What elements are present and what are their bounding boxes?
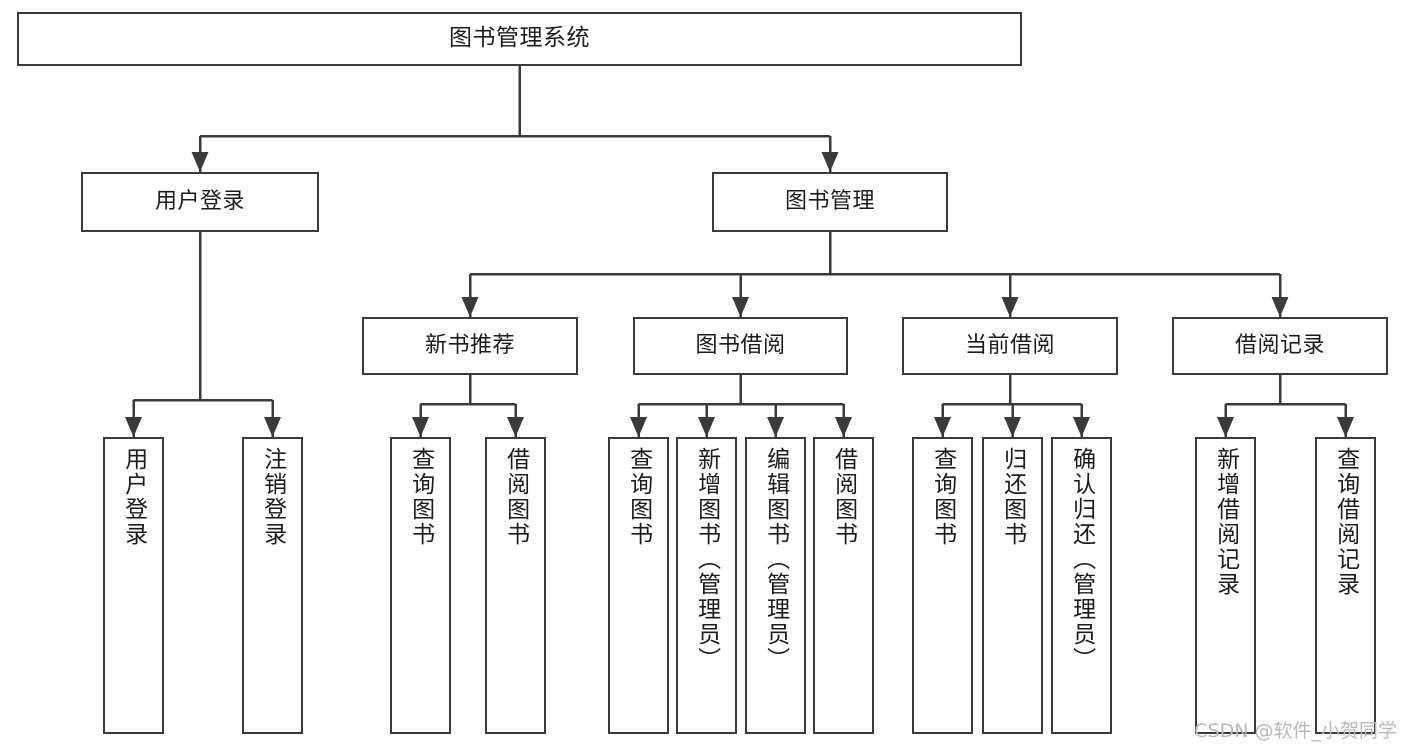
- node-label: 确认归还（管理员）: [1068, 447, 1095, 672]
- edge-arrowhead: [507, 417, 524, 437]
- node-label: 新增图书（管理员）: [693, 447, 720, 672]
- node-label: 新增借阅记录: [1212, 447, 1239, 597]
- edge-arrowhead: [1001, 297, 1019, 317]
- node-borrow[interactable]: 图书借阅: [633, 317, 848, 375]
- node-label: 借阅记录: [1234, 333, 1325, 359]
- edge-arrowhead: [1271, 297, 1289, 317]
- node-records[interactable]: 借阅记录: [1172, 317, 1388, 375]
- node-leaf-bor-2[interactable]: 新增图书（管理员）: [676, 437, 737, 734]
- edge-arrowhead: [934, 417, 951, 437]
- edge-arrowhead: [1337, 417, 1354, 437]
- edge-arrowhead: [698, 417, 715, 437]
- node-label: 查询图书: [407, 447, 434, 547]
- node-leaf-rec-2[interactable]: 查询借阅记录: [1315, 437, 1376, 734]
- node-label: 注销登录: [259, 447, 286, 547]
- node-label: 查询图书: [625, 447, 652, 547]
- node-label: 新书推荐: [424, 333, 515, 359]
- node-root[interactable]: 图书管理系统: [17, 12, 1022, 66]
- node-label: 归还图书: [999, 447, 1026, 547]
- edge-arrowhead: [835, 417, 852, 437]
- edge-arrowhead: [412, 417, 429, 437]
- node-label: 查询图书: [929, 447, 956, 547]
- edge-arrowhead: [732, 297, 749, 317]
- edge-arrowhead: [767, 417, 784, 437]
- node-label: 借阅图书: [502, 447, 529, 547]
- edge-arrowhead: [264, 417, 281, 437]
- watermark: CSDN @软件_小贺同学: [1194, 720, 1397, 742]
- node-bookmgmt[interactable]: 图书管理: [712, 172, 948, 232]
- node-leaf-new-1[interactable]: 查询图书: [390, 437, 451, 734]
- edge-arrowhead: [630, 417, 647, 437]
- node-label: 编辑图书（管理员）: [762, 447, 789, 672]
- node-leaf-login-2[interactable]: 注销登录: [242, 437, 303, 734]
- node-leaf-login-1[interactable]: 用户登录: [103, 437, 164, 734]
- node-label: 当前借阅: [964, 333, 1055, 359]
- node-leaf-bor-4[interactable]: 借阅图书: [813, 437, 874, 734]
- node-leaf-cur-2[interactable]: 归还图书: [982, 437, 1043, 734]
- node-newbook[interactable]: 新书推荐: [362, 317, 578, 375]
- node-label: 用户登录: [120, 447, 147, 547]
- node-label: 借阅图书: [830, 447, 857, 547]
- node-login[interactable]: 用户登录: [81, 172, 319, 232]
- node-label: 查询借阅记录: [1332, 447, 1359, 597]
- node-current[interactable]: 当前借阅: [902, 317, 1118, 375]
- edge-arrowhead: [1073, 417, 1090, 437]
- node-leaf-rec-1[interactable]: 新增借阅记录: [1195, 437, 1256, 734]
- edge-arrowhead: [125, 417, 142, 437]
- edge-arrowhead: [821, 152, 839, 172]
- edge-arrowhead: [1004, 417, 1021, 437]
- node-leaf-new-2[interactable]: 借阅图书: [485, 437, 546, 734]
- node-leaf-bor-3[interactable]: 编辑图书（管理员）: [745, 437, 806, 734]
- edge-arrowhead: [191, 152, 209, 172]
- node-label: 用户登录: [154, 189, 245, 215]
- node-label: 图书管理系统: [449, 25, 590, 52]
- edge-arrowhead: [1217, 417, 1234, 437]
- edge-arrowhead: [461, 297, 479, 317]
- node-leaf-bor-1[interactable]: 查询图书: [608, 437, 669, 734]
- node-label: 图书借阅: [695, 333, 786, 359]
- node-leaf-cur-3[interactable]: 确认归还（管理员）: [1051, 437, 1112, 734]
- node-leaf-cur-1[interactable]: 查询图书: [912, 437, 973, 734]
- node-label: 图书管理: [784, 189, 875, 215]
